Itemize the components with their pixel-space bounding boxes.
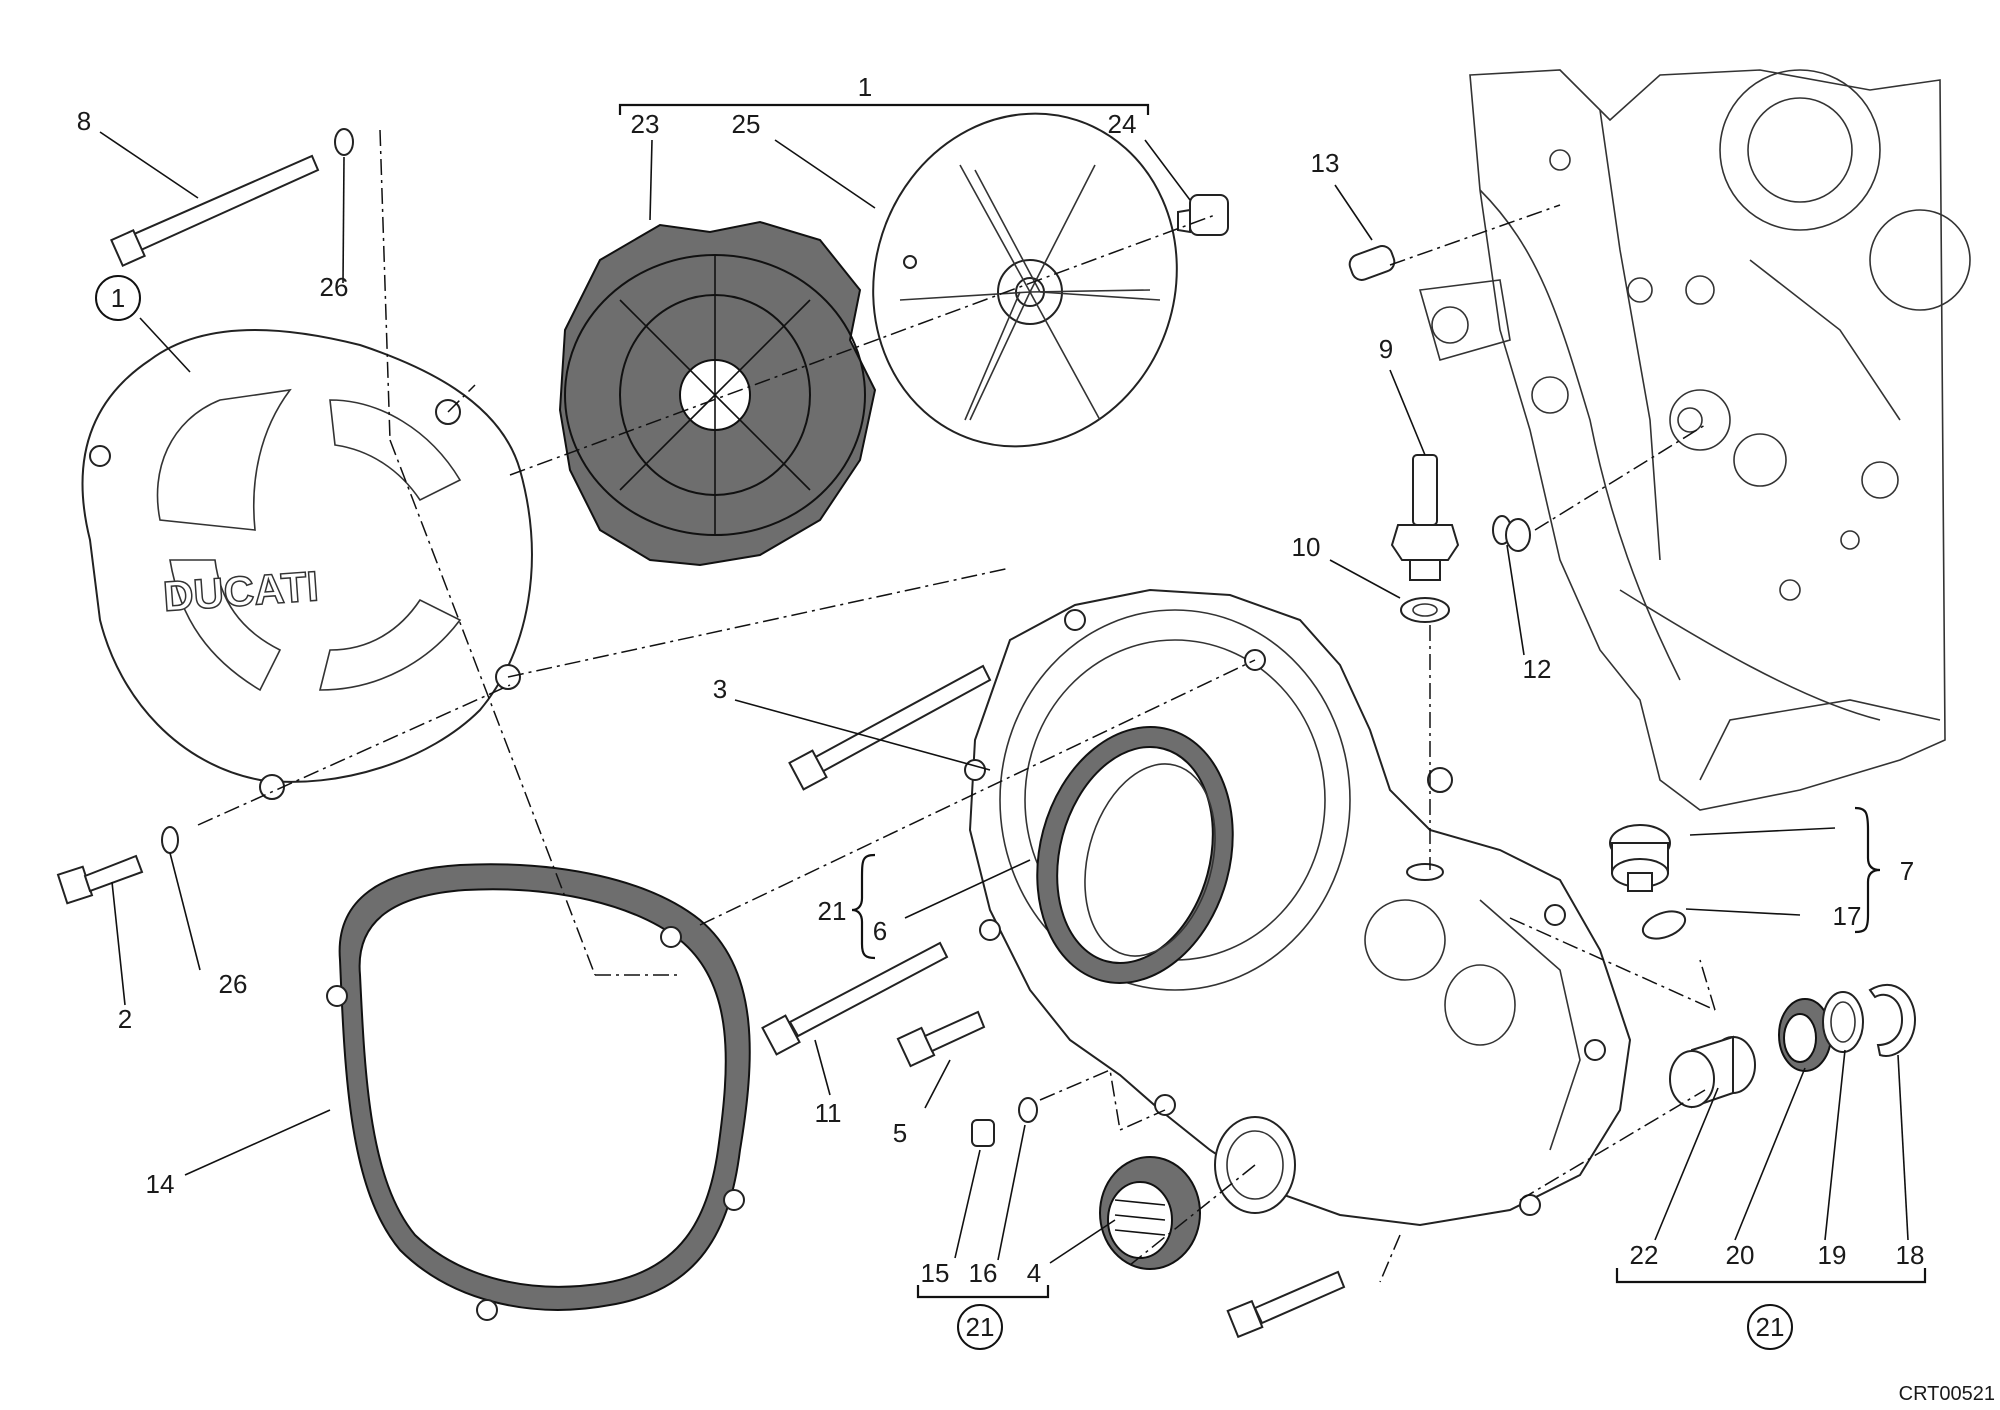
- callout-23: 23: [631, 109, 660, 139]
- callout-2: 2: [118, 1004, 132, 1034]
- brace-group-21-bottom-left: [916, 1285, 1050, 1299]
- circled-label: 1: [111, 283, 125, 313]
- brace-group-1: [618, 103, 1150, 115]
- callout-labels: 1 23 25 24 8 26 13 9 10 12 3 7 17 21 6 2…: [77, 72, 1925, 1288]
- circled-callout-21-right: 21: [1747, 1304, 1793, 1350]
- bearing-kit: [1669, 983, 1917, 1109]
- bolt-11: [761, 941, 949, 1056]
- plug-24: [1177, 194, 1229, 236]
- callout-5: 5: [893, 1118, 907, 1148]
- callout-11: 11: [815, 1098, 842, 1128]
- callout-19: 19: [1818, 1240, 1847, 1270]
- brace-group-7: [1854, 806, 1881, 934]
- callout-26: 26: [219, 969, 248, 999]
- callout-17: 17: [1833, 901, 1862, 931]
- callout-10: 10: [1292, 532, 1321, 562]
- gasket-14: [326, 863, 751, 1321]
- callout-15: 15: [921, 1258, 950, 1288]
- circled-label: 21: [1756, 1312, 1785, 1342]
- callout-7: 7: [1900, 856, 1914, 886]
- bolt-8: [110, 128, 354, 267]
- clutch-cover: DUCATI: [81, 329, 533, 800]
- small-parts-15-16-4: [971, 1097, 1201, 1270]
- alignment-lines: [197, 129, 1716, 1283]
- callout-18: 18: [1896, 1240, 1925, 1270]
- callout-26: 26: [320, 272, 349, 302]
- callout-9: 9: [1379, 334, 1393, 364]
- callout-16: 16: [969, 1258, 998, 1288]
- crankcase-ghost: [1418, 69, 1971, 811]
- ducati-logo: DUCATI: [162, 562, 320, 620]
- callout-25: 25: [732, 109, 761, 139]
- callout-8: 8: [77, 106, 91, 136]
- callout-21: 21: [818, 896, 847, 926]
- spring-plate: [872, 112, 1178, 448]
- figure-code: CRT00521: [1899, 1383, 1995, 1405]
- callout-14: 14: [146, 1169, 175, 1199]
- sensor-9: [1390, 454, 1512, 623]
- brace-group-21-left: [851, 853, 876, 960]
- bolt-3: [788, 664, 992, 791]
- callout-20: 20: [1726, 1240, 1755, 1270]
- callout-24: 24: [1108, 109, 1137, 139]
- callout-22: 22: [1630, 1240, 1659, 1270]
- brace-group-21-bottom-right: [1615, 1268, 1927, 1284]
- lower-bolt: [1226, 1270, 1346, 1339]
- pressure-plate: [558, 220, 877, 567]
- bolt-2: [56, 826, 179, 905]
- leader-lines: [99, 131, 1909, 1264]
- callout-1: 1: [858, 72, 872, 102]
- oil-seal-6: [1036, 726, 1234, 984]
- circled-label: 21: [966, 1312, 995, 1342]
- callout-6: 6: [873, 916, 887, 946]
- oil-cap-7: [1505, 518, 1687, 940]
- circled-callout-21-left: 21: [957, 1304, 1003, 1350]
- bushing-13: [1348, 245, 1396, 281]
- circled-callout-1: 1: [95, 275, 141, 321]
- callout-13: 13: [1311, 148, 1340, 178]
- callout-3: 3: [713, 674, 727, 704]
- callout-12: 12: [1523, 654, 1552, 684]
- bolt-5: [896, 1010, 986, 1068]
- callout-4: 4: [1027, 1258, 1041, 1288]
